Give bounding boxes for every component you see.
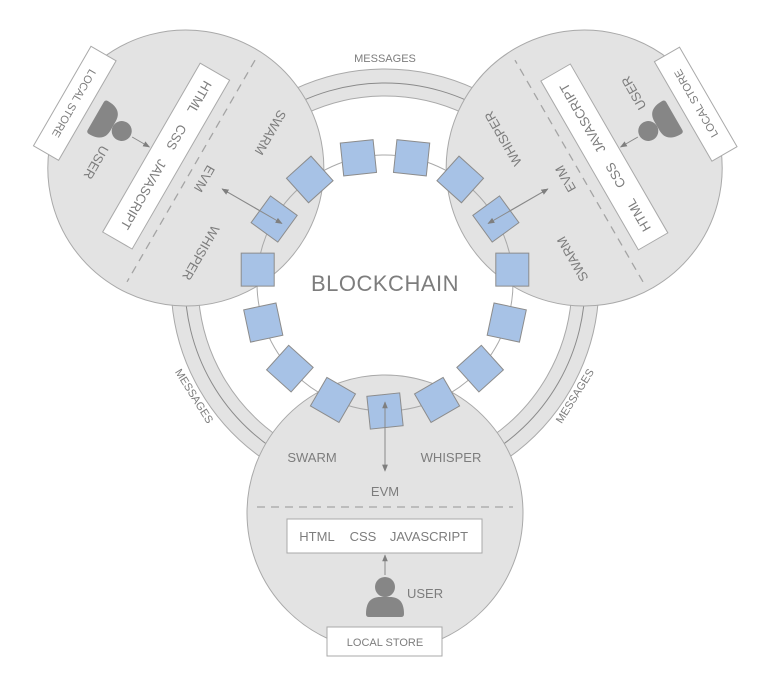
evm-arrows (221, 188, 549, 472)
nodes: SWARM WHISPER EVM HTML CSS JAVASCRIPT USER LOCA… (32, 29, 738, 657)
local-store-box (326, 626, 443, 657)
node-bottom: SWARM WHISPER EVM HTML CSS JAVASCRIPT USER LOCA… (246, 374, 524, 657)
swarm-label: SWARM (287, 450, 336, 465)
messages-label: MESSAGES (354, 53, 416, 65)
block (243, 302, 284, 343)
blockchain-label: BLOCKCHAIN (311, 271, 459, 296)
local-store-box (32, 45, 117, 162)
block (339, 139, 378, 177)
block (392, 139, 431, 177)
block (240, 252, 275, 287)
block (456, 344, 505, 393)
tech-stack-box (286, 518, 483, 554)
block (285, 155, 334, 204)
user-label: USER (407, 586, 443, 601)
local-store-box (653, 46, 738, 162)
tech-stack-box (101, 62, 231, 250)
evm-label: EVM (371, 484, 399, 499)
block (309, 376, 357, 424)
javascript-label: JAVASCRIPT (390, 529, 468, 544)
evm-block-arrow (221, 188, 283, 224)
tech-stack-box (540, 63, 669, 251)
block (486, 302, 527, 343)
css-label: CSS (350, 529, 377, 544)
node-divider (126, 59, 256, 283)
local-store-label: LOCAL STORE (347, 637, 423, 649)
whisper-label: WHISPER (421, 450, 482, 465)
block (495, 252, 530, 287)
user-icon (87, 100, 132, 142)
user-icon (638, 100, 683, 141)
block (413, 376, 461, 424)
user-to-stack-arrow (131, 136, 151, 148)
node-divider (514, 59, 644, 283)
html-label: HTML (299, 529, 334, 544)
block (436, 155, 485, 204)
user-to-stack-arrow (619, 136, 639, 148)
user-icon (366, 577, 404, 617)
block (265, 344, 314, 393)
evm-block-arrow (487, 188, 549, 224)
